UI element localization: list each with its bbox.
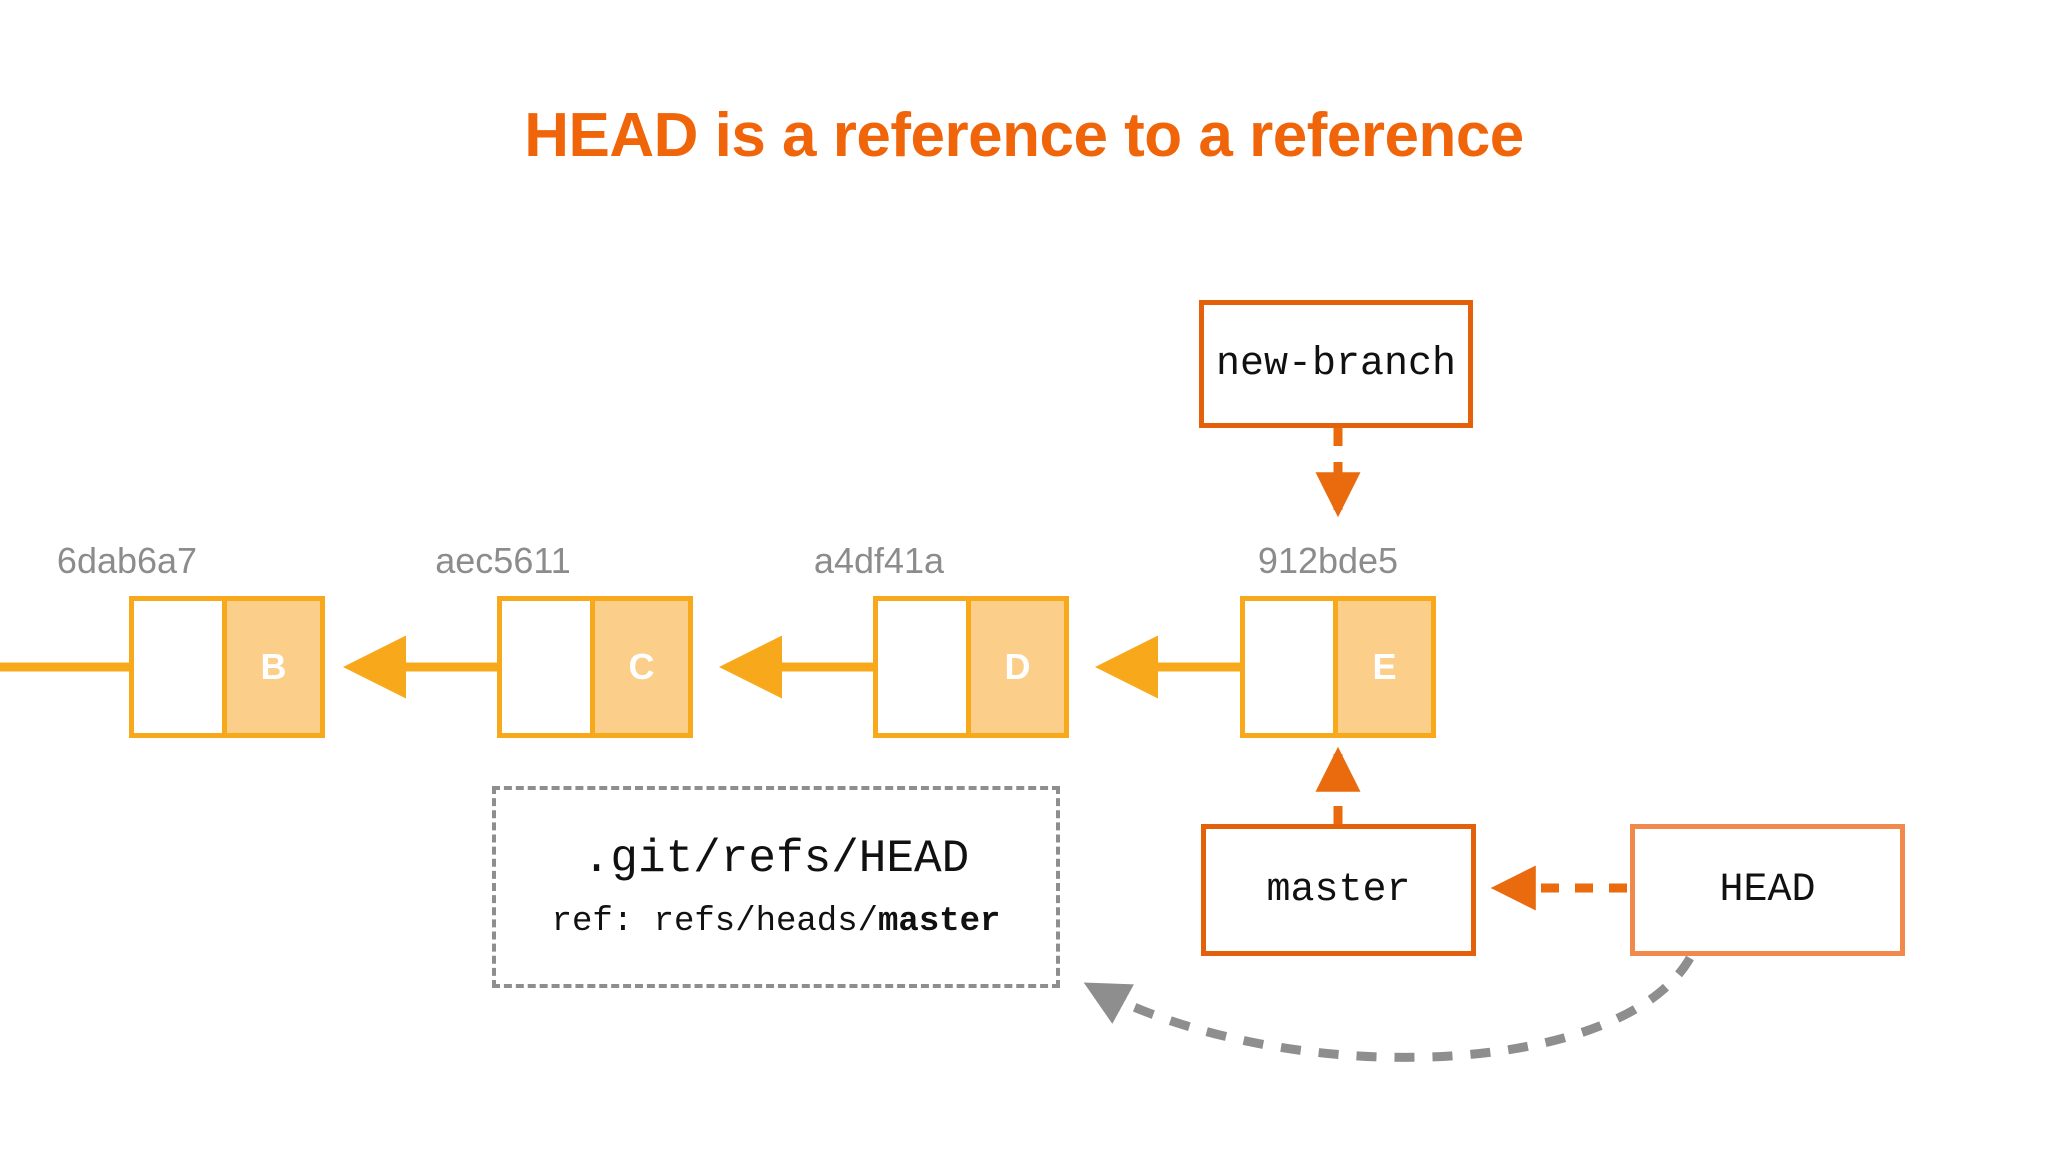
commit-parent-cell: [1245, 601, 1338, 733]
commit-parent-cell: [878, 601, 971, 733]
refs-file-content: ref: refs/heads/master: [552, 903, 1001, 941]
commit-node-c[interactable]: C: [497, 596, 693, 738]
commit-hash-label: 912bde5: [1257, 540, 1399, 581]
ref-box-master[interactable]: master: [1201, 824, 1476, 956]
commit-letter: E: [1338, 601, 1431, 733]
commit-hash-label: 6dab6a7: [56, 540, 198, 581]
page-title: HEAD is a reference to a reference: [524, 101, 1524, 170]
ref-box-new-branch-label: new-branch: [1215, 341, 1457, 387]
refs-file-box: .git/refs/HEAD ref: refs/heads/master: [492, 786, 1060, 988]
commit-node-d[interactable]: D: [873, 596, 1069, 738]
ref-box-master-label: master: [1266, 867, 1411, 913]
commit-node-e[interactable]: E: [1240, 596, 1436, 738]
refs-file-content-value: master: [878, 903, 1001, 941]
ref-box-head-label: HEAD: [1719, 867, 1816, 913]
commit-letter: C: [595, 601, 688, 733]
commit-parent-cell: [134, 601, 227, 733]
ref-box-head[interactable]: HEAD: [1630, 824, 1905, 956]
refs-file-path: .git/refs/HEAD: [582, 833, 970, 885]
commit-node-b[interactable]: B: [129, 596, 325, 738]
commit-letter: B: [227, 601, 320, 733]
ref-box-new-branch[interactable]: new-branch: [1199, 300, 1473, 428]
commit-hash-label: a4df41a: [813, 540, 945, 581]
commit-letter: D: [971, 601, 1064, 733]
arrow-head-to-refs-file: [1083, 955, 1694, 1062]
commit-hash-label: aec5611: [435, 540, 571, 581]
refs-file-content-prefix: ref: refs/heads/: [551, 903, 879, 941]
commit-parent-cell: [502, 601, 595, 733]
